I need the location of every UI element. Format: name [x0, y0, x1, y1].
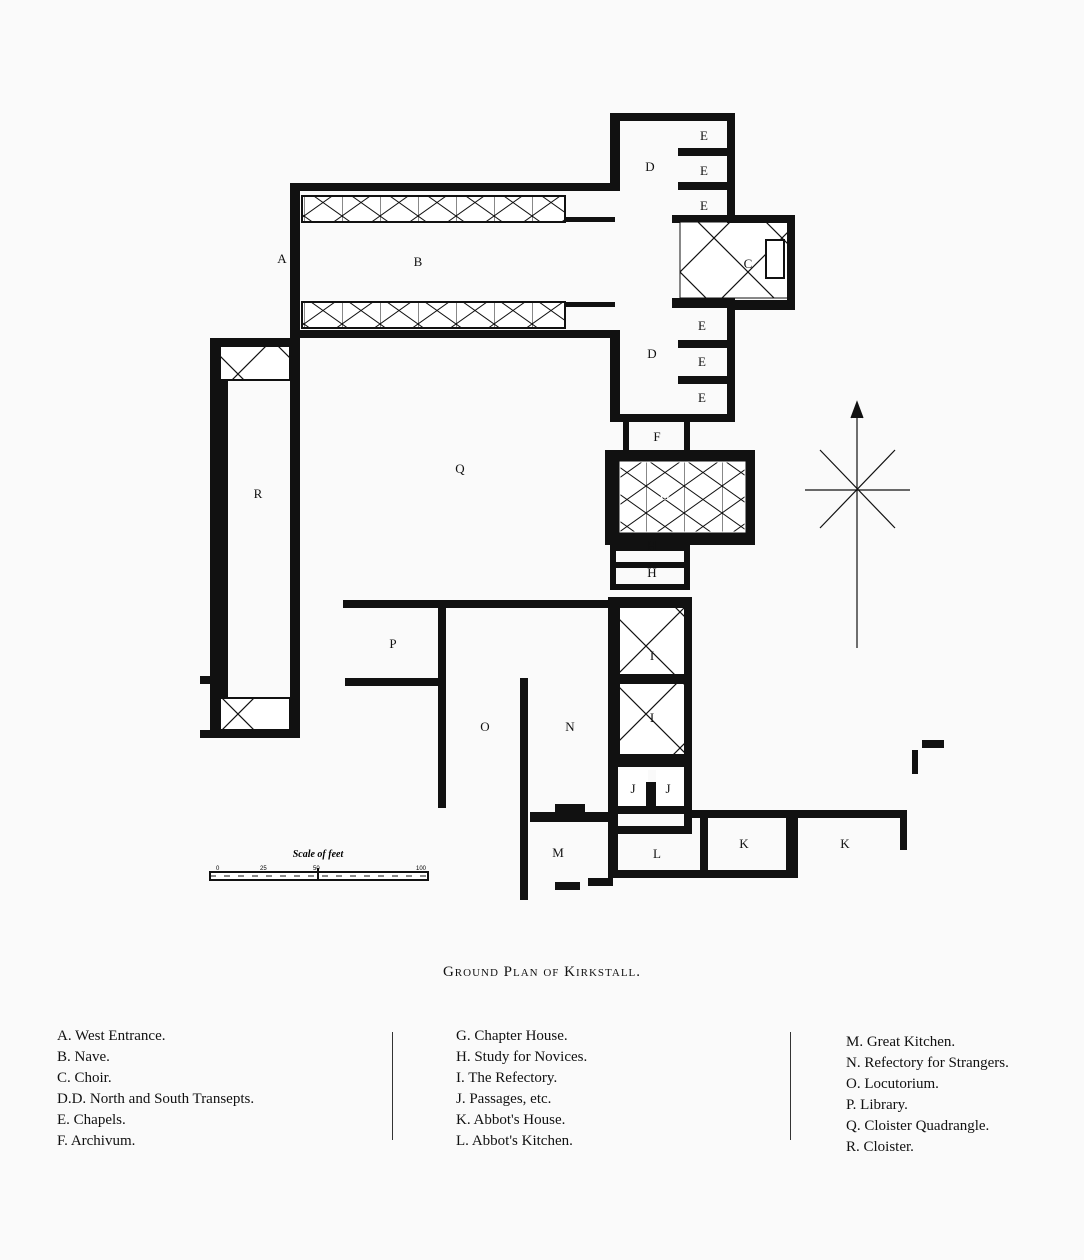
- label-k: K: [840, 836, 850, 851]
- label-e: E: [698, 354, 706, 369]
- legend-item: B. Nave.: [57, 1049, 110, 1065]
- scale-tick: 50: [313, 866, 320, 872]
- label-f: F: [653, 429, 660, 444]
- plan-labels: A B C D D E E E E E E F G H H I I J J K …: [254, 128, 851, 861]
- legend-item: L. Abbot's Kitchen.: [456, 1133, 573, 1149]
- label-i: I: [650, 710, 654, 725]
- legend-item: J. Passages, etc.: [456, 1091, 552, 1107]
- label-k: K: [739, 836, 749, 851]
- label-n: N: [565, 719, 575, 734]
- scale-tick: 100: [416, 866, 427, 872]
- legend-divider: [790, 1032, 791, 1140]
- label-a: A: [277, 251, 287, 266]
- legend-item: C. Choir.: [57, 1070, 112, 1086]
- legend-item: A. West Entrance.: [57, 1028, 166, 1044]
- label-j: J: [630, 781, 635, 796]
- label-e: E: [700, 128, 708, 143]
- label-d-south: D: [647, 346, 656, 361]
- scale-tick: 25: [260, 866, 267, 872]
- label-j: J: [665, 781, 670, 796]
- legend-item: O. Locutorium.: [846, 1076, 939, 1092]
- label-h: H: [647, 538, 656, 553]
- legend-item: N. Refectory for Strangers.: [846, 1055, 1009, 1071]
- legend-item: K. Abbot's House.: [456, 1112, 566, 1128]
- legend-item: F. Archivum.: [57, 1133, 136, 1149]
- legend-column-3: M. Great Kitchen. N. Refectory for Stran…: [846, 1032, 1009, 1158]
- legend-item: Q. Cloister Quadrangle.: [846, 1118, 990, 1134]
- legend-divider: [392, 1032, 393, 1140]
- north-arrow-icon: [805, 400, 910, 648]
- scale-bar: Scale of feet 0 25 50 100: [209, 849, 429, 881]
- legend-item: R. Cloister.: [846, 1139, 914, 1155]
- legend-column-1: A. West Entrance. B. Nave. C. Choir. D.D…: [57, 1026, 254, 1152]
- label-e: E: [698, 318, 706, 333]
- label-o: O: [480, 719, 489, 734]
- legend-item: D.D. North and South Transepts.: [57, 1091, 255, 1107]
- label-l: L: [653, 846, 661, 861]
- legend-item: I. The Refectory.: [456, 1070, 558, 1086]
- label-m: M: [552, 845, 564, 860]
- label-g: G: [660, 488, 669, 503]
- label-e: E: [698, 390, 706, 405]
- label-i: I: [650, 648, 654, 663]
- label-c: C: [744, 256, 753, 271]
- label-b: B: [414, 254, 423, 269]
- label-d-north: D: [645, 159, 654, 174]
- label-e: E: [700, 198, 708, 213]
- legend-item: P. Library.: [846, 1097, 908, 1113]
- label-e: E: [700, 163, 708, 178]
- label-p: P: [389, 636, 396, 651]
- legend-item: E. Chapels.: [57, 1112, 126, 1128]
- legend-item: H. Study for Novices.: [456, 1049, 588, 1065]
- walls: [200, 113, 944, 900]
- plan-title: Ground Plan of Kirkstall.: [442, 964, 642, 980]
- legend-item: G. Chapter House.: [456, 1028, 568, 1044]
- label-q: Q: [455, 461, 465, 476]
- label-h: H: [647, 565, 656, 580]
- scale-tick: 0: [216, 866, 220, 872]
- legend-item: M. Great Kitchen.: [846, 1034, 956, 1050]
- scale-title: Scale of feet: [293, 849, 345, 860]
- label-r: R: [254, 486, 263, 501]
- legend-column-2: G. Chapter House. H. Study for Novices. …: [456, 1026, 587, 1152]
